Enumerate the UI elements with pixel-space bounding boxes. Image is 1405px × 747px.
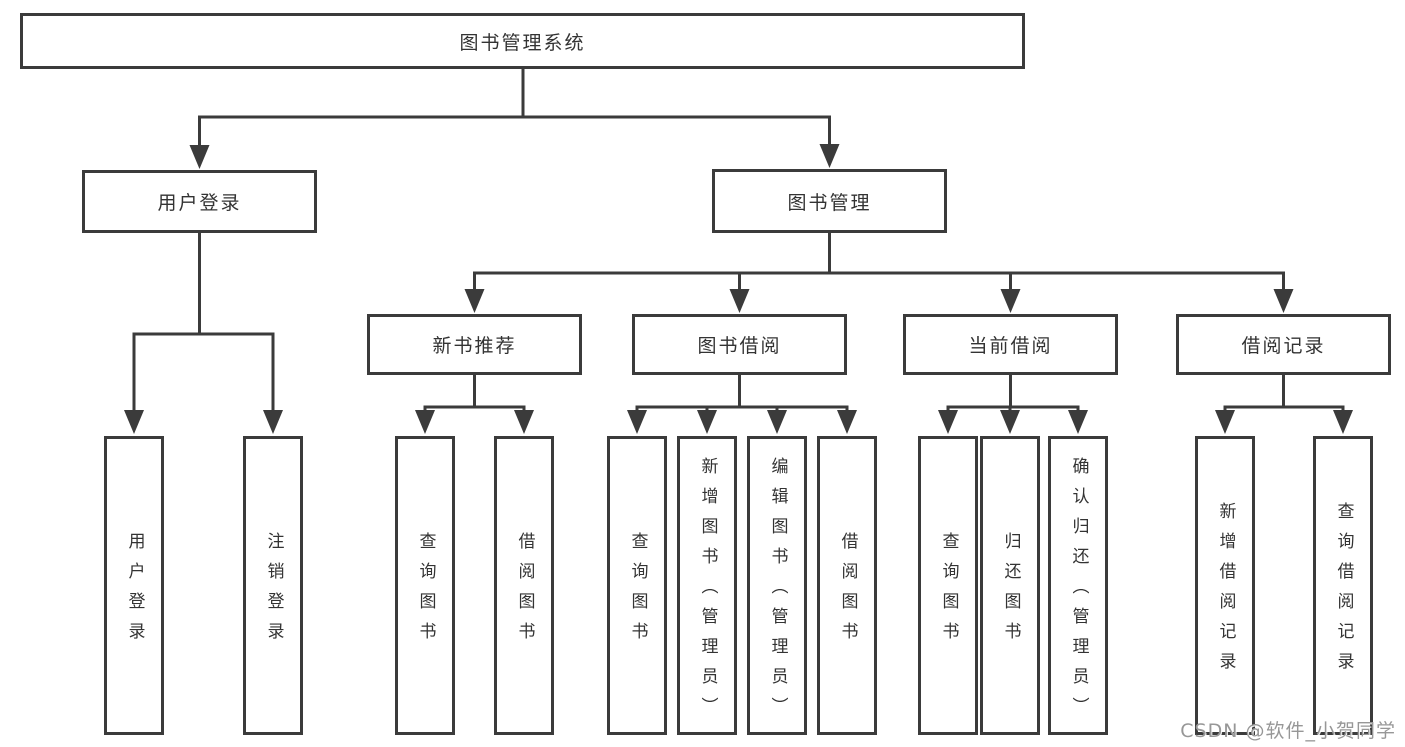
- leaf-borrow-books: 借阅图书: [817, 436, 877, 735]
- leaf-query-books-recommend-label: 查询图书: [415, 532, 436, 652]
- leaf-query-books-borrow-label: 查询图书: [627, 532, 648, 652]
- leaf-edit-books-admin: 编辑图书（管理员）: [747, 436, 807, 735]
- leaf-query-borrow-record-label: 查询借阅记录: [1333, 502, 1354, 682]
- node-current-borrowing: 当前借阅: [903, 314, 1118, 375]
- leaf-return-books: 归还图书: [980, 436, 1040, 735]
- node-borrowing-records: 借阅记录: [1176, 314, 1391, 375]
- node-user-login: 用户登录: [82, 170, 317, 233]
- arrowheads: [124, 144, 1353, 434]
- node-root: 图书管理系统: [20, 13, 1025, 69]
- leaf-query-books-current: 查询图书: [918, 436, 978, 735]
- leaf-borrow-books-recommend-label: 借阅图书: [514, 532, 535, 652]
- leaf-user-login-label: 用户登录: [124, 532, 145, 652]
- leaf-logout-label: 注销登录: [263, 532, 284, 652]
- leaf-add-borrow-record: 新增借阅记录: [1195, 436, 1255, 735]
- csdn-watermark: CSDN @软件_小贺同学: [1180, 720, 1396, 742]
- leaf-confirm-return-admin-label: 确认归还（管理员）: [1068, 457, 1089, 727]
- leaf-borrow-books-label: 借阅图书: [837, 532, 858, 652]
- node-new-book-recommendation: 新书推荐: [367, 314, 582, 375]
- leaf-query-books-current-label: 查询图书: [938, 532, 959, 652]
- leaf-add-books-admin-label: 新增图书（管理员）: [697, 457, 718, 727]
- leaf-query-books-borrow: 查询图书: [607, 436, 667, 735]
- leaf-logout: 注销登录: [243, 436, 303, 735]
- leaf-add-borrow-record-label: 新增借阅记录: [1215, 502, 1236, 682]
- leaf-user-login: 用户登录: [104, 436, 164, 735]
- leaf-borrow-books-recommend: 借阅图书: [494, 436, 554, 735]
- node-book-management: 图书管理: [712, 169, 947, 233]
- leaf-edit-books-admin-label: 编辑图书（管理员）: [767, 457, 788, 727]
- leaf-query-borrow-record: 查询借阅记录: [1313, 436, 1373, 735]
- leaf-add-books-admin: 新增图书（管理员）: [677, 436, 737, 735]
- node-book-borrowing: 图书借阅: [632, 314, 847, 375]
- leaf-confirm-return-admin: 确认归还（管理员）: [1048, 436, 1108, 735]
- leaf-return-books-label: 归还图书: [1000, 532, 1021, 652]
- leaf-query-books-recommend: 查询图书: [395, 436, 455, 735]
